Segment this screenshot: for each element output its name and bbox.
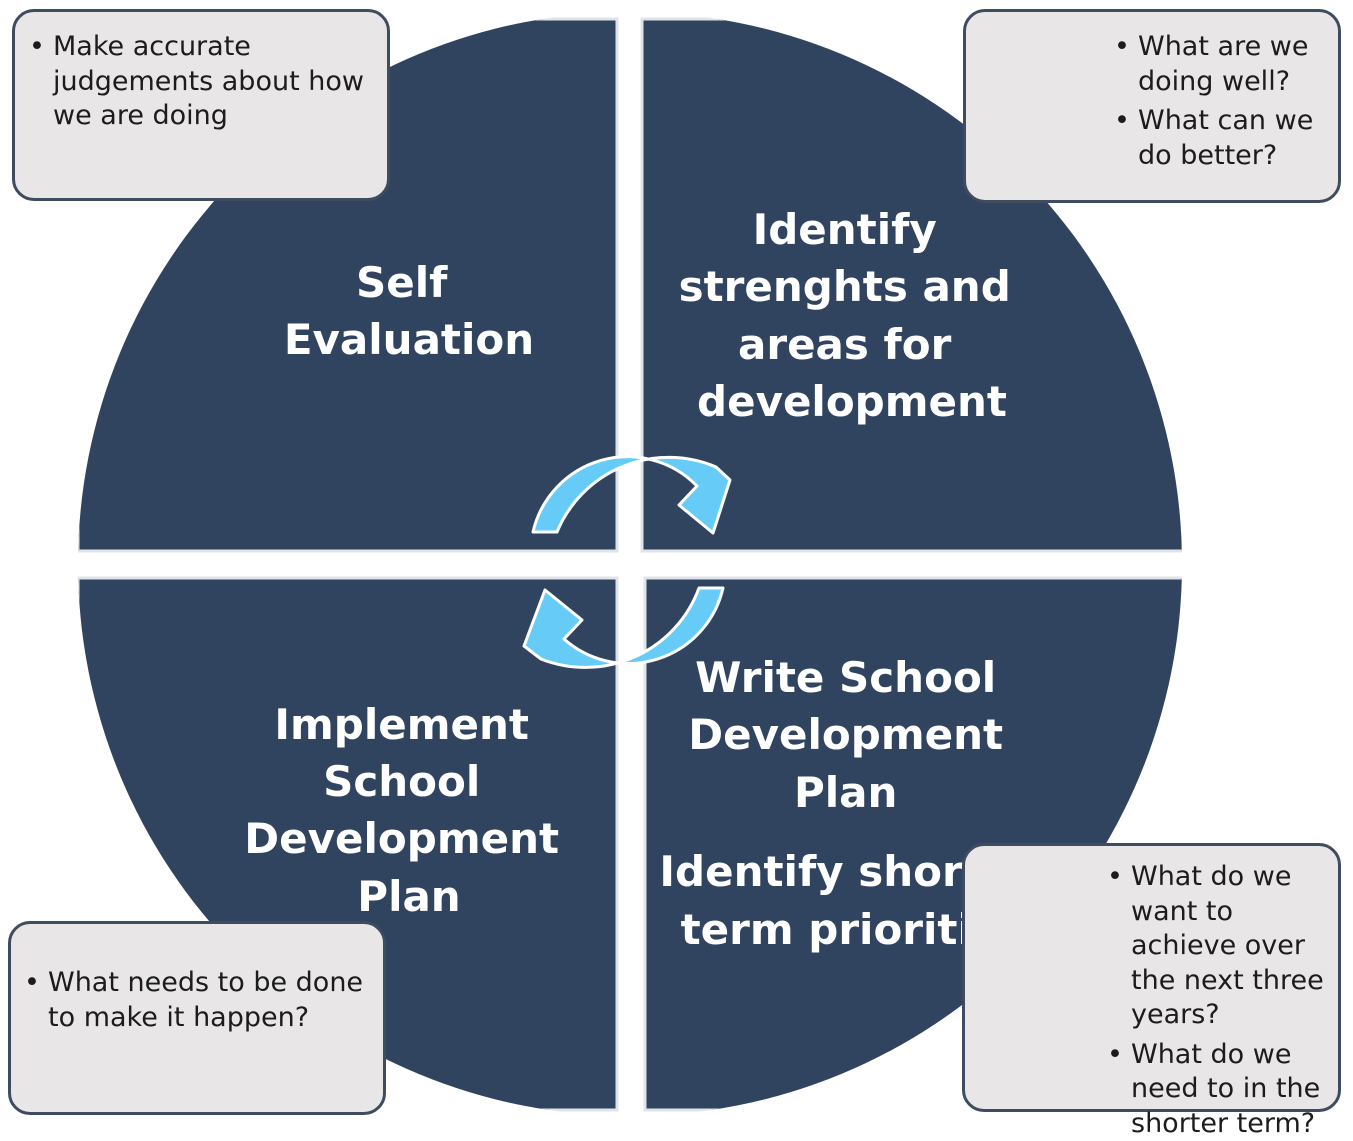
- callout-top-left: Make accurate judgements about how we ar…: [12, 9, 390, 201]
- callout-bottom-left: What needs to be done to make it happen?: [8, 921, 386, 1115]
- callout-bottom-right: What do we want to achieve over the next…: [962, 843, 1341, 1112]
- callout-bottom-left-list: What needs to be done to make it happen?: [24, 966, 375, 1035]
- callout-top-right-item: What can we do better?: [1114, 104, 1330, 173]
- callout-bottom-right-item: What do we want to achieve over the next…: [1107, 860, 1332, 1033]
- callout-top-right-list: What are we doing well? What can we do b…: [1114, 30, 1330, 173]
- callout-top-right: What are we doing well? What can we do b…: [963, 9, 1341, 203]
- callout-bottom-left-item: What needs to be done to make it happen?: [24, 966, 375, 1035]
- callout-bottom-right-list: What do we want to achieve over the next…: [1107, 860, 1332, 1141]
- callout-bottom-right-item: What do we need to in the shorter term?: [1107, 1038, 1332, 1141]
- callout-top-left-item: Make accurate judgements about how we ar…: [29, 30, 379, 134]
- callout-top-left-list: Make accurate judgements about how we ar…: [29, 30, 379, 134]
- callout-top-right-item: What are we doing well?: [1114, 30, 1330, 99]
